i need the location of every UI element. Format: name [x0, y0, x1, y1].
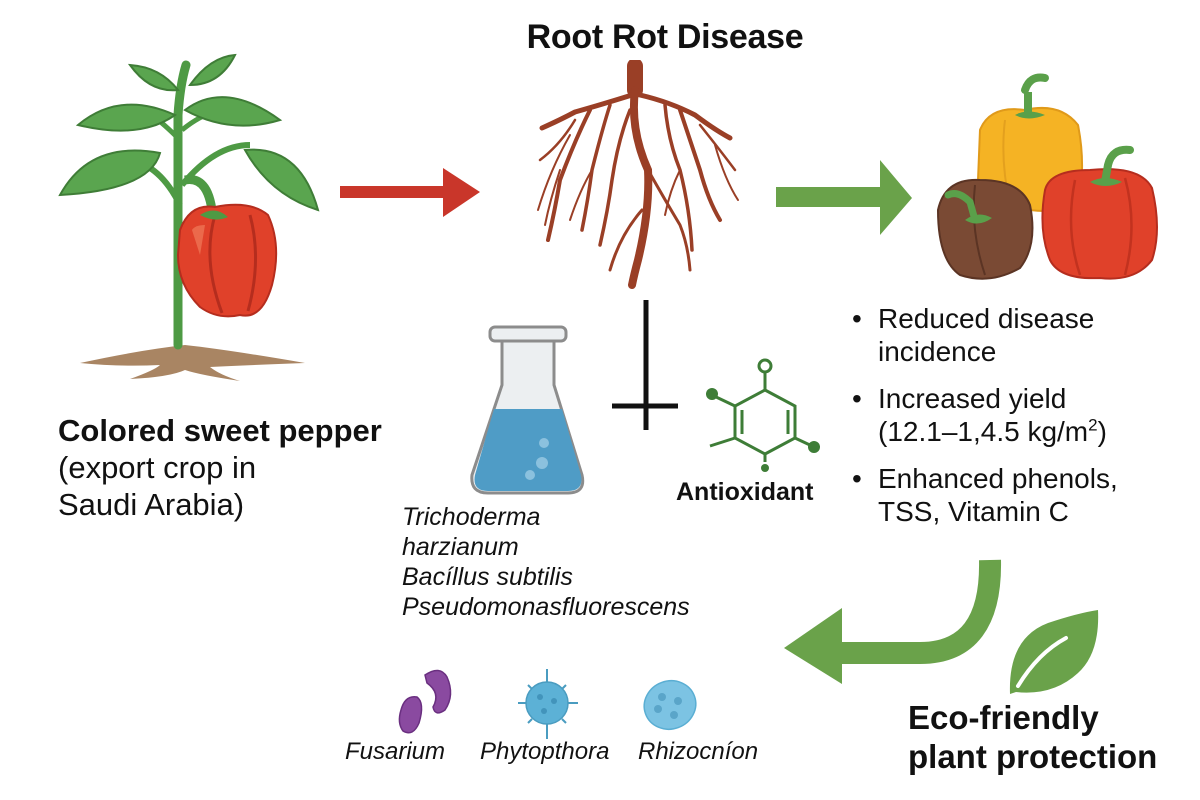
phytophthora-icon: [518, 669, 578, 739]
rhizoctonia-icon: [643, 680, 697, 730]
curved-green-arrow-icon: [784, 559, 1002, 684]
inhibition-icon: [612, 300, 678, 430]
agent-item: Bacíllus subtilis: [402, 563, 573, 591]
benefit-item: Increased yield (12.1–1,4.5 kg/m2): [848, 382, 1118, 448]
red-arrow-icon: [340, 168, 480, 217]
eco-line2: plant protection: [908, 738, 1158, 775]
crop-note-line2: Saudi Arabia): [58, 487, 245, 522]
colored-peppers-icon: [936, 73, 1158, 280]
pepper-plant-icon: [58, 53, 320, 381]
eco-line1: Eco-friendly: [908, 699, 1099, 736]
eco-label: Eco-friendly plant protection: [908, 698, 1157, 776]
crop-name: Colored sweet pepper: [58, 413, 382, 448]
antioxidant-molecule-icon: [706, 358, 820, 472]
agent-item: Trichoderma: [402, 503, 541, 531]
benefit-item: Enhanced phenols, TSS, Vitamin C: [848, 462, 1118, 528]
agent-item: harzianum: [402, 533, 519, 561]
diagram-title: Root Rot Disease: [526, 18, 804, 56]
leaf-icon: [1009, 610, 1099, 694]
root-icon: [537, 60, 739, 289]
antioxidant-label: Antioxidant: [676, 478, 814, 506]
crop-note-line1: (export crop in: [58, 450, 257, 485]
pathogen-label-fusarium: Fusarium: [345, 738, 446, 765]
fusarium-icon: [398, 669, 452, 734]
flask-icon: [470, 325, 585, 495]
benefit-item: Reduced disease incidence: [848, 302, 1118, 368]
pathogen-label-rhizoctonia: Rhizocníon: [638, 738, 759, 765]
crop-label: Colored sweet pepper (export crop in Sau…: [58, 412, 382, 523]
benefits-list: Reduced disease incidence Increased yiel…: [848, 302, 1118, 542]
biocontrol-agents-list: Trichoderma harzianum Bacíllus subtilis …: [402, 502, 690, 622]
pathogen-label-phytophthora: Phytopthora: [480, 738, 610, 765]
green-arrow-icon: [776, 160, 912, 235]
agent-item: Pseudomonasfluorescens: [402, 593, 690, 621]
